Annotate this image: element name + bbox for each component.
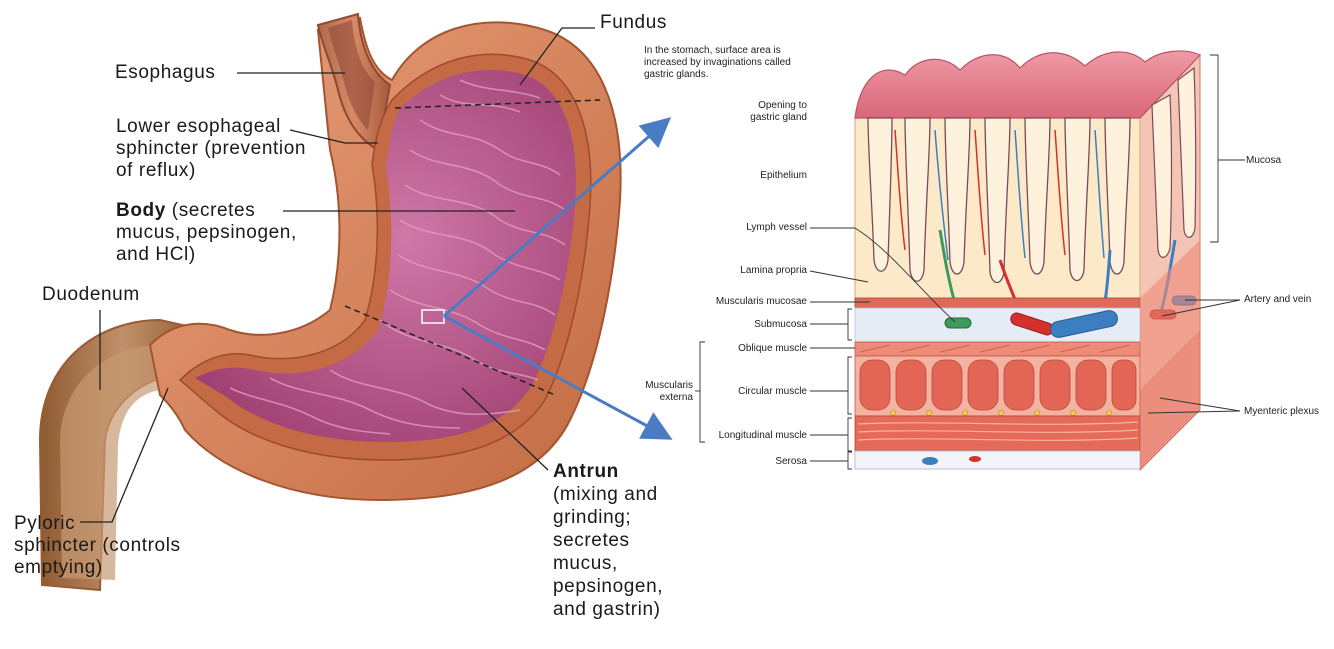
caption-line: gastric glands.: [644, 69, 709, 80]
antrum-label-line: mucus,: [553, 553, 618, 574]
stomach-leader-lines: [80, 27, 595, 523]
duodenum-label: Duodenum: [42, 284, 140, 305]
pyloric-label: Pyloric sphincter (controls emptying): [14, 513, 181, 579]
antrum-divider: [344, 305, 556, 396]
stomach-wall-block: [854, 50, 1202, 472]
myenteric-plexus-label: Myenteric plexus: [1244, 406, 1320, 417]
caption-line: In the stomach, surface area is: [644, 45, 781, 56]
rugae-folds: [229, 79, 566, 435]
body-label-rest: (secretes: [165, 200, 256, 221]
zoom-arrows: [443, 117, 673, 440]
les-label-line: of reflux): [116, 160, 196, 181]
oblique-muscle-label: Oblique muscle: [738, 343, 807, 354]
body-label-line: and HCl): [116, 244, 196, 265]
les-label-line: sphincter (prevention: [116, 138, 307, 159]
body-label-bold: Body: [116, 200, 166, 221]
submucosa-label: Submucosa: [754, 319, 807, 330]
les-label: Lower esophageal sphincter (prevention o…: [116, 116, 306, 182]
muscularis-externa-line: externa: [659, 392, 693, 403]
body-label: Body (secretes mucus, pepsinogen, and HC…: [116, 200, 297, 266]
muscularis-mucosae-label: Muscularis mucosae: [715, 296, 807, 307]
opening-label: Opening to gastric gland: [750, 100, 807, 124]
pyloric-label-line: Pyloric: [14, 513, 76, 534]
muscularis-externa-label: Muscularis externa: [645, 380, 693, 404]
mucosa-surface: [854, 50, 1202, 119]
gastric-glands: [867, 117, 1131, 284]
antrum-label-line: and gastrin): [553, 599, 661, 620]
esophagus-label: Esophagus: [115, 62, 216, 83]
body-label-line: mucus, pepsinogen,: [116, 222, 297, 243]
muscularis-mucosae-layer: [854, 297, 1141, 309]
fundus-label: Fundus: [600, 12, 667, 33]
opening-label-line: Opening to: [758, 100, 807, 111]
pyloric-label-line: sphincter (controls: [14, 535, 181, 556]
circular-muscle-label: Circular muscle: [738, 386, 807, 397]
muscularis-externa-line: Muscularis: [645, 380, 693, 391]
serosa-label: Serosa: [775, 456, 807, 467]
oblique-muscle-layer: [854, 341, 1141, 357]
epithelium-label: Epithelium: [760, 170, 807, 181]
antrum-label-bold: Antrun: [553, 461, 619, 482]
lamina-propria-label: Lamina propria: [740, 265, 807, 276]
antrum-label-line: (mixing and: [553, 484, 658, 505]
antrum-label-line: secretes: [553, 530, 630, 551]
longitudinal-muscle-layer: [854, 415, 1141, 452]
stomach-illustration: [38, 12, 622, 592]
caption-line: increased by invaginations called: [644, 57, 791, 68]
antrum-label: Antrun (mixing and grinding; secretes mu…: [553, 460, 663, 621]
opening-label-line: gastric gland: [750, 112, 807, 123]
longitudinal-muscle-label: Longitudinal muscle: [718, 430, 807, 441]
les-label-line: Lower esophageal: [116, 116, 281, 137]
mucosa-vessels: [894, 129, 1105, 261]
serosa-layer: [854, 450, 1141, 470]
wall-leader-lines: [695, 54, 1245, 470]
artery-vein-label: Artery and vein: [1244, 294, 1312, 305]
fundus-divider: [394, 99, 601, 109]
antrum-label-line: pepsinogen,: [553, 576, 664, 597]
lymph-vessel-label: Lymph vessel: [746, 222, 807, 233]
pyloric-label-line: emptying): [14, 557, 103, 578]
antrum-label-line: grinding;: [553, 507, 632, 528]
stomach-lumen: [195, 70, 576, 442]
mucosa-label: Mucosa: [1246, 155, 1282, 166]
wall-caption: In the stomach, surface area is increase…: [644, 45, 791, 81]
